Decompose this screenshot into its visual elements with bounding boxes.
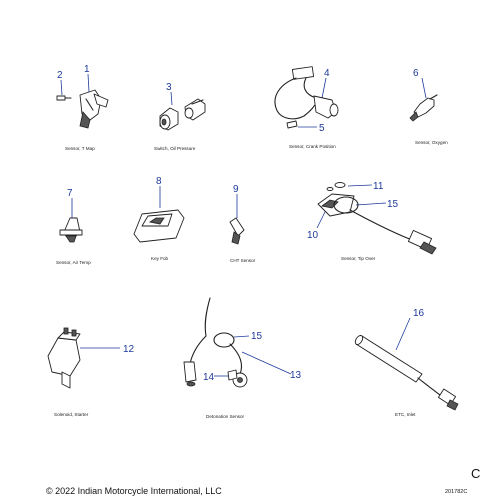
callout-2: 2 xyxy=(57,70,63,81)
caption-oxygen: Sensor, Oxygen xyxy=(415,140,448,145)
callout-11: 11 xyxy=(373,181,384,192)
cht-sensor-drawing xyxy=(229,194,245,245)
callout-5: 5 xyxy=(319,123,325,134)
starter-solenoid-drawing xyxy=(47,327,120,389)
callout-15-tip-over: 15 xyxy=(387,199,399,210)
callout-4: 4 xyxy=(324,68,330,79)
callout-8: 8 xyxy=(156,176,162,187)
callout-3: 3 xyxy=(166,82,172,93)
caption-tmap: Sensor, T Map xyxy=(65,146,95,151)
callout-6: 6 xyxy=(413,68,419,79)
callout-10: 10 xyxy=(307,230,319,241)
callout-13: 13 xyxy=(290,370,302,381)
callout-14: 14 xyxy=(203,372,215,383)
caption-oil-pressure: Switch, Oil Pressure xyxy=(154,146,196,151)
air-temp-sensor-drawing xyxy=(59,198,83,243)
corner-mark: C xyxy=(471,466,481,481)
caption-crank-position: Sensor, Crank Position xyxy=(289,144,336,149)
caption-cht: CHT Sensor xyxy=(230,258,256,263)
callout-16: 16 xyxy=(413,308,425,319)
caption-starter: Solenoid, Starter xyxy=(54,412,89,417)
diagram-reference-number: 201782C xyxy=(445,489,468,495)
detonation-sensor-drawing xyxy=(183,297,292,388)
caption-etc-inlet: ETC, Inlet xyxy=(395,412,416,417)
tip-over-sensor-drawing xyxy=(316,182,437,255)
key-fob-drawing xyxy=(133,186,185,243)
callout-12: 12 xyxy=(123,344,135,355)
caption-key-fob: Key Fob xyxy=(151,256,169,261)
copyright-notice: © 2022 Indian Motorcycle International, … xyxy=(46,486,222,496)
callout-15-detonation: 15 xyxy=(251,331,263,342)
oil-pressure-switch-drawing xyxy=(159,91,206,131)
crank-sensor-drawing xyxy=(274,66,339,129)
callout-1: 1 xyxy=(84,64,90,75)
tmap-sensor-drawing xyxy=(56,73,109,129)
callout-9: 9 xyxy=(233,184,239,195)
caption-tip-over: Sensor, Tip Over xyxy=(341,256,376,261)
caption-air-temp: Sensor, Air Temp xyxy=(56,260,91,265)
caption-detonation: Detonation Sensor xyxy=(206,414,245,419)
oxygen-sensor-drawing xyxy=(409,77,438,122)
callout-7: 7 xyxy=(67,188,73,199)
etc-inlet-drawing xyxy=(354,317,459,411)
